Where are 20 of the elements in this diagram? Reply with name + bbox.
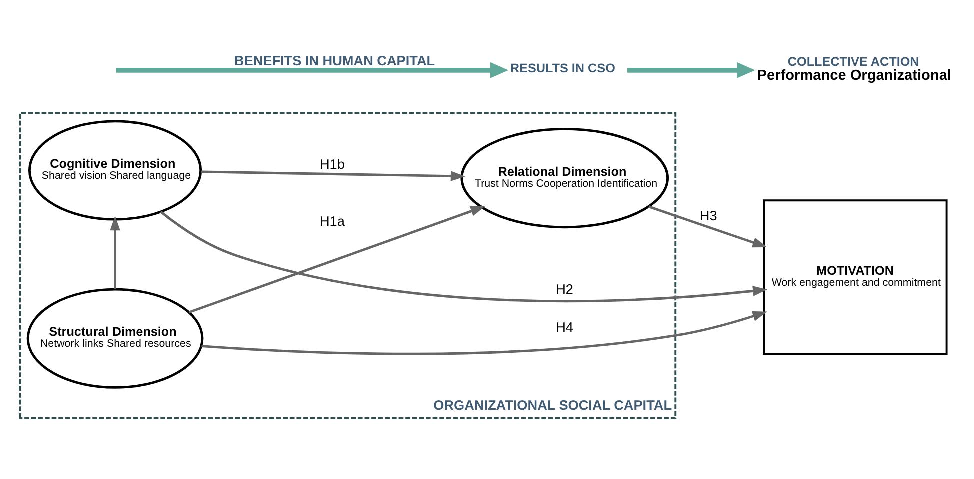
arrow bbox=[200, 170, 466, 182]
node-box: MOTIVATION Work engagement and commitment bbox=[763, 200, 948, 356]
arrow bbox=[160, 211, 768, 303]
node-ellipse: Relational Dimension Trust Norms Cooperation Identification bbox=[460, 128, 670, 229]
edge-label: H2 bbox=[556, 282, 574, 298]
node-ellipse: Structural Dimension Network links Shared resources bbox=[26, 288, 204, 389]
arrow bbox=[110, 216, 120, 290]
arrow bbox=[648, 206, 768, 248]
node-ellipse: Cognitive Dimension Shared vision Shared language bbox=[28, 120, 202, 221]
edge-label: BENEFITS IN HUMAN CAPITAL bbox=[234, 54, 436, 69]
node-text: COLLECTIVE ACTION Performance Organizational bbox=[757, 54, 952, 84]
edge-label: H3 bbox=[700, 208, 718, 224]
node-text: RESULTS IN CSO bbox=[510, 62, 616, 76]
arrow bbox=[202, 311, 768, 356]
edge-label: H1a bbox=[320, 214, 345, 230]
arrow bbox=[188, 206, 486, 314]
arrow bbox=[627, 62, 756, 78]
arrow bbox=[116, 62, 509, 78]
edge-label: H4 bbox=[556, 320, 574, 336]
edge-label: H1b bbox=[320, 156, 345, 172]
